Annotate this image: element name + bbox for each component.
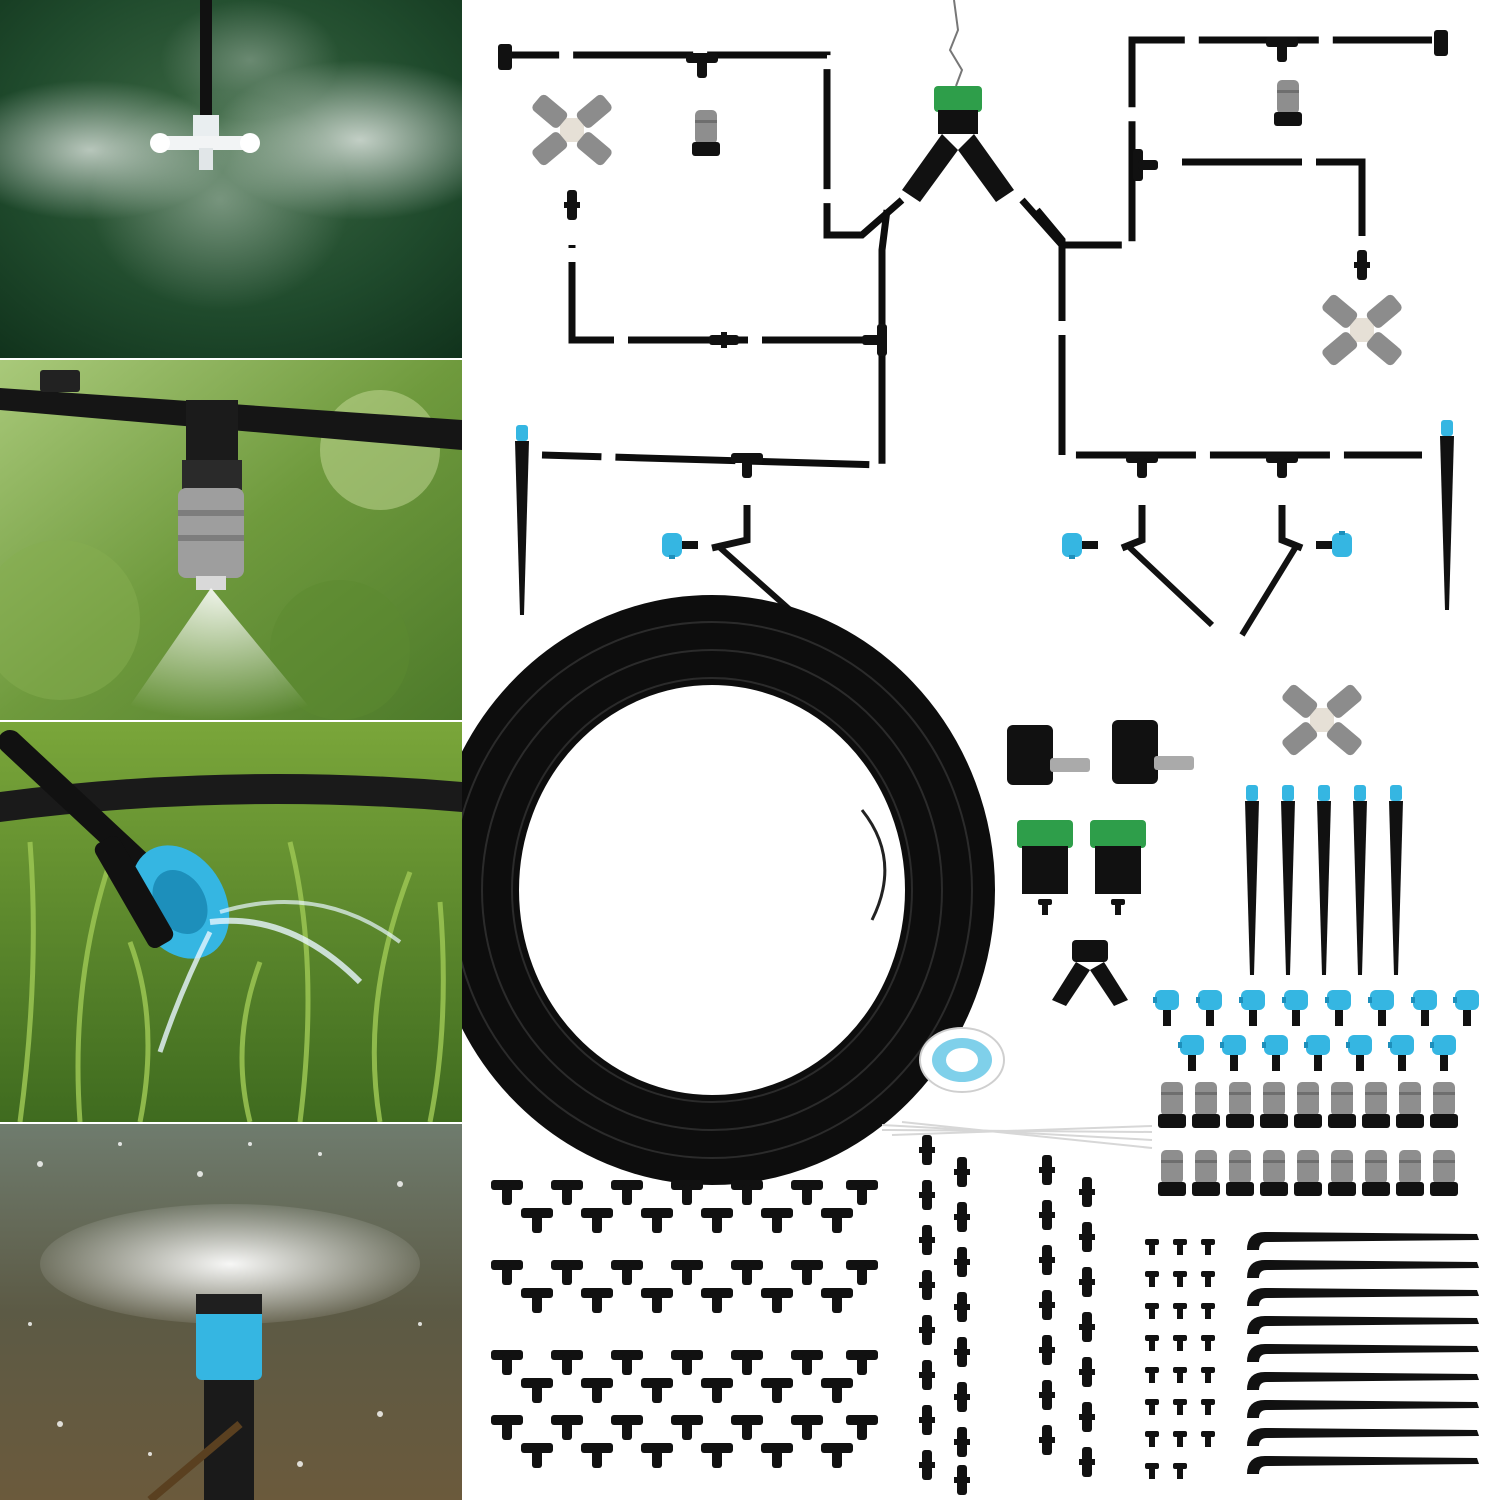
mist-nozzle-icon [692,110,720,156]
tee-connector-icon [1133,149,1158,181]
straight-connector-icon [709,332,739,348]
layout-diagram [498,0,1454,637]
tee-connector-icon [1266,453,1298,478]
photo-cross-mister-spray [0,0,462,358]
y-splitter-icon [1052,940,1128,1006]
tee-connectors-group [491,1180,878,1468]
hanging-nozzle-illustration [0,360,462,720]
drip-emitter-icon [662,533,698,559]
mist-nozzles-group [1158,1082,1458,1196]
kit-components-svg [462,0,1479,1495]
straight-connector-icon [1354,250,1370,280]
tee-connector-icon [1266,37,1298,62]
tee-connector-icon [731,453,763,478]
hose-adapters [1007,720,1194,915]
y-splitter-icon [902,86,1014,202]
cross-mister-icon [1280,682,1364,758]
drip-emitter-icon [1062,533,1098,559]
tee-connector-icon [686,53,718,78]
drip-emitters-group [1153,990,1479,1071]
ground-stakes-group [1245,785,1403,975]
drip-emitter-illustration [0,722,462,1122]
cross-mister-spray-illustration [0,0,462,358]
tee-connector-icon [862,324,887,356]
end-plug-icon [1434,30,1448,56]
cable-ties-icon [881,1121,1153,1149]
hook-stakes-group [1247,1232,1479,1474]
cross-mister-icon [1320,292,1404,368]
mist-nozzle-icon [1274,80,1302,126]
cross-mister-icon [530,92,614,168]
tee-connector-icon [1126,453,1158,478]
straight-connectors-group [919,1135,1095,1495]
ground-stake-icon [515,425,529,615]
sprinkler-splash-illustration [0,1124,462,1500]
kit-components-layout [462,0,1492,1500]
ground-stake-icon [1440,420,1454,610]
photo-drip-emitter [0,722,462,1122]
photo-sprinkler-splash [0,1124,462,1500]
end-plug-icon [498,44,512,70]
drip-emitter-icon [1316,531,1352,557]
teflon-tape-icon [919,1027,1005,1093]
barb-connectors-group [1145,1239,1215,1479]
photo-hanging-nozzle [0,360,462,720]
hose-reel-icon [462,595,995,1185]
usage-photos-column [0,0,462,1500]
straight-connector-icon [564,190,580,220]
